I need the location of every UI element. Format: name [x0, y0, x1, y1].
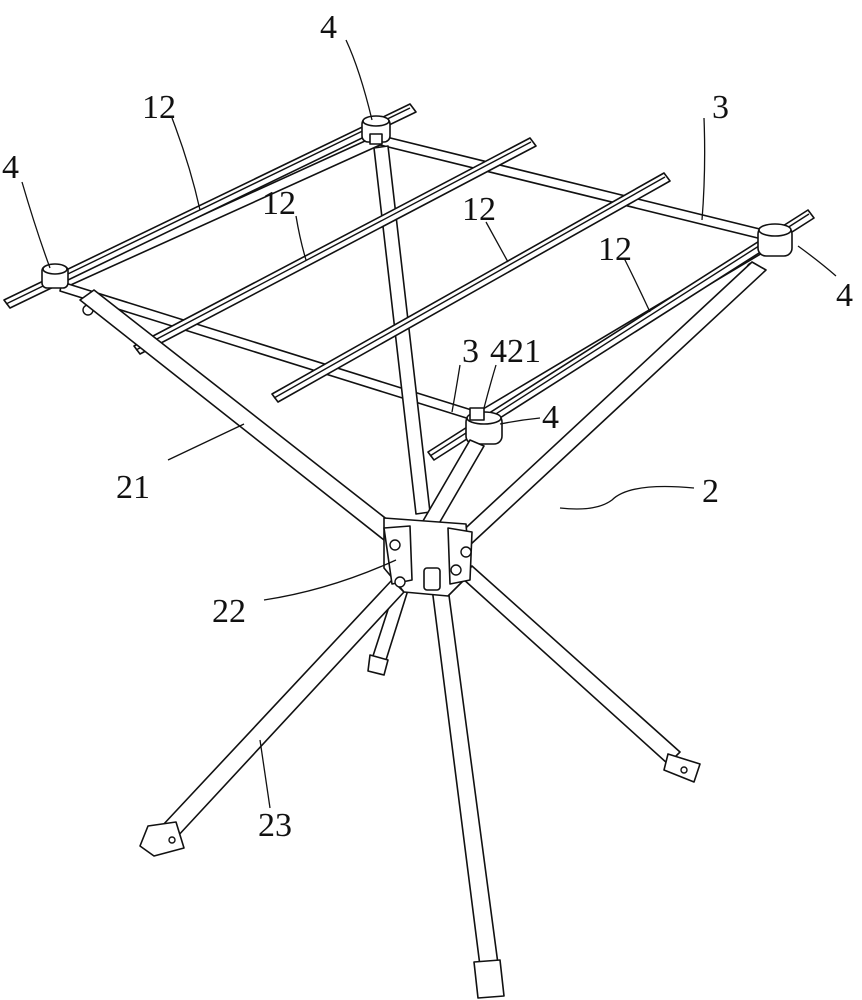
label-joint: 22: [212, 593, 246, 630]
label-hub-left: 4: [2, 149, 19, 186]
label-beam-right: 3: [712, 89, 729, 126]
label-slat-bar-1: 12: [142, 89, 176, 126]
front-foot: [474, 960, 504, 998]
hub-front: [466, 408, 502, 444]
hub-top: [362, 116, 390, 144]
label-frame: 2: [702, 473, 719, 510]
reference-labels: 4 4 4 4 12 12 12 12 3 3 421 2 21 22 23: [2, 9, 853, 844]
right-back-leg-lower: [462, 566, 680, 764]
leg-lower-left: [162, 580, 404, 838]
label-hub-front: 4: [542, 399, 559, 436]
label-beam-front: 3: [462, 333, 479, 370]
label-slat-bar-3: 12: [462, 191, 496, 228]
left-foot: [140, 822, 184, 856]
leg-lower-front: [432, 588, 498, 966]
central-joint: [384, 518, 472, 596]
label-leg-lower: 23: [258, 807, 292, 844]
label-pin: 421: [490, 333, 541, 370]
beam-left: [60, 136, 380, 288]
label-hub-right: 4: [836, 277, 853, 314]
label-leg-upper: 21: [116, 469, 150, 506]
label-slat-bar-2: 12: [262, 185, 296, 222]
label-hub-top: 4: [320, 9, 337, 46]
label-slat-bar-4: 12: [598, 231, 632, 268]
front-legs: [80, 262, 766, 998]
